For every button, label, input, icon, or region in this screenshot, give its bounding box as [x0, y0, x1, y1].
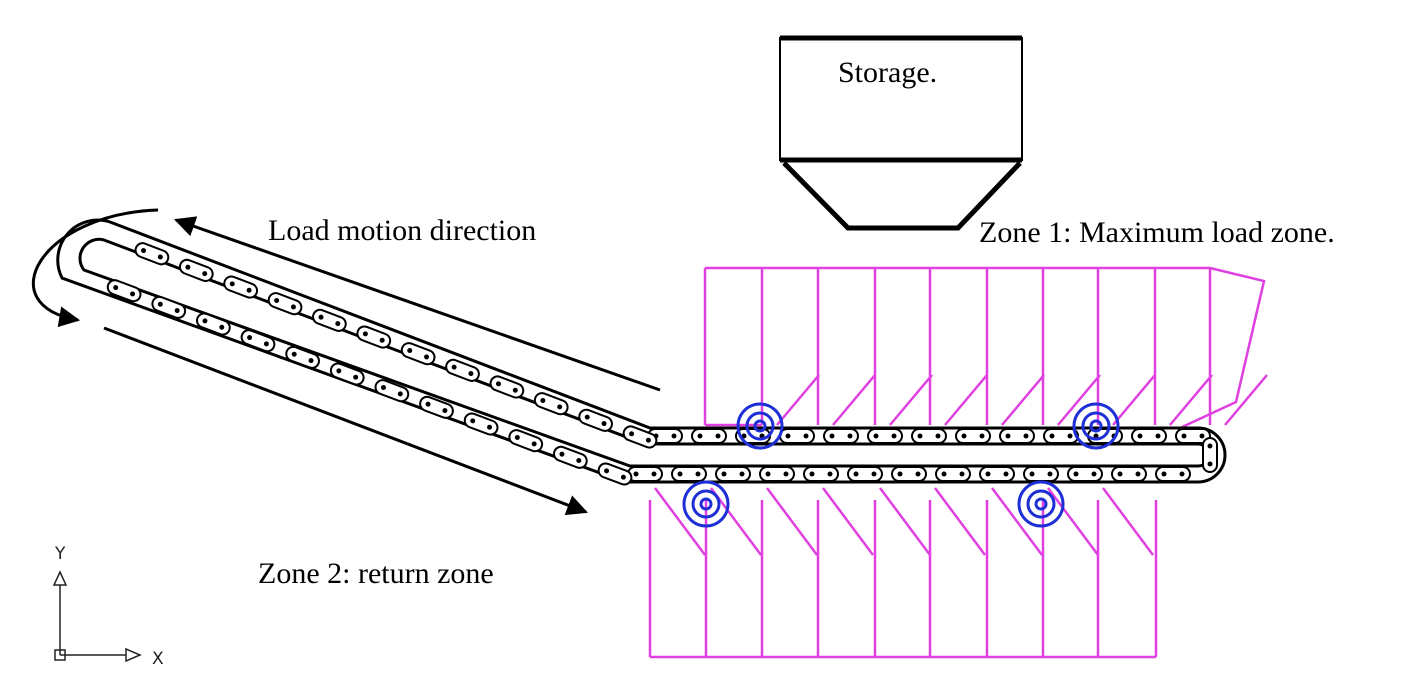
chain-link	[329, 362, 365, 386]
coordinate-axes-icon	[52, 570, 142, 663]
sprocket-bottom-right	[1017, 480, 1065, 528]
chain-link	[715, 466, 751, 482]
chain-link	[671, 466, 707, 482]
chain-link	[240, 329, 276, 353]
chain-link	[400, 342, 436, 366]
chain-link	[151, 295, 187, 319]
chain-link	[597, 462, 633, 486]
chain-link	[267, 292, 303, 316]
chain-link	[489, 375, 525, 399]
return-motion-arrow	[103, 326, 588, 516]
chain-link	[999, 428, 1035, 444]
chain-link	[1131, 428, 1167, 444]
chain-link	[1111, 466, 1147, 482]
chain-link	[419, 395, 454, 419]
chain-link	[223, 275, 259, 299]
chain-link	[285, 345, 320, 369]
chain-link	[196, 312, 231, 336]
turnaround-arrow	[31, 208, 159, 328]
chain-link	[106, 279, 142, 303]
chain-link	[779, 428, 815, 444]
chain-link	[356, 325, 392, 349]
storage-label: Storage.	[838, 56, 938, 89]
chain-link	[1175, 428, 1211, 444]
chain-link	[911, 428, 947, 444]
load-motion-label: Load motion direction	[268, 214, 537, 247]
chain-link	[508, 429, 544, 453]
load-motion-arrow	[174, 216, 661, 392]
chain-link	[374, 379, 410, 403]
chain-link	[627, 466, 663, 482]
chain-link	[134, 242, 170, 266]
chain-link	[759, 466, 795, 482]
sprocket-bottom-left	[682, 480, 730, 528]
sprocket-top-left	[736, 402, 784, 450]
chain-link	[178, 258, 214, 282]
chain-link	[533, 392, 569, 416]
chain-links	[106, 242, 1218, 486]
y-axis-label: Y	[54, 544, 66, 564]
scraper-plates-top	[703, 266, 1268, 430]
chain-link	[691, 428, 727, 444]
storage-hopper	[779, 35, 1023, 231]
chain-link	[553, 445, 588, 469]
chain-link	[445, 358, 480, 382]
x-axis-label: X	[152, 649, 164, 669]
chain-link	[935, 466, 971, 482]
zone1-label: Zone 1: Maximum load zone.	[979, 216, 1335, 249]
sprocket-top-right	[1072, 402, 1120, 450]
chain-link	[463, 412, 499, 436]
chain-link	[1155, 466, 1191, 482]
chain-link	[955, 428, 991, 444]
chain-link	[1067, 466, 1103, 482]
chain-link	[823, 428, 859, 444]
chain-link	[1202, 437, 1218, 473]
chain-link	[578, 408, 613, 432]
chain-link	[312, 308, 347, 332]
chain-link	[979, 466, 1015, 482]
chain-link	[803, 466, 839, 482]
chain-link	[847, 466, 883, 482]
chain-link	[622, 425, 658, 449]
chain-link	[1023, 466, 1059, 482]
chain-link	[1043, 428, 1079, 444]
chain-link	[867, 428, 903, 444]
zone2-label: Zone 2: return zone	[258, 557, 494, 590]
chain-link	[891, 466, 927, 482]
